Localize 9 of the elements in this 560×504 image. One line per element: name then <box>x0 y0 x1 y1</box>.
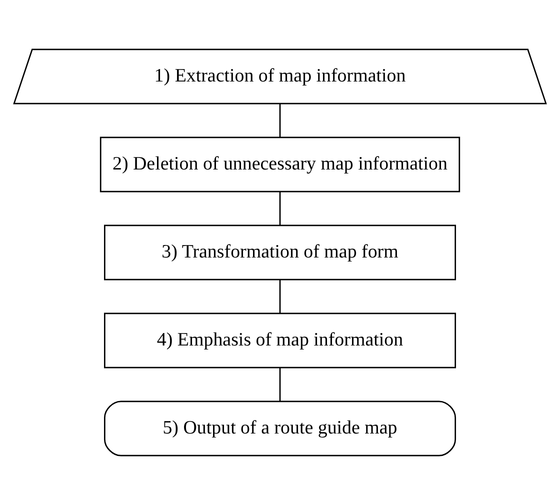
connector <box>279 279 281 313</box>
node-box: 2) Deletion of unnecessary map information <box>100 136 460 192</box>
connector <box>279 103 281 137</box>
node-box: 3) Transformation of map form <box>104 224 456 280</box>
node-box: 1) Extraction of map information <box>13 48 547 104</box>
connector <box>279 367 281 401</box>
connector <box>279 191 281 225</box>
node-box: 4) Emphasis of map information <box>104 312 456 368</box>
node-box: 5) Output of a route guide map <box>104 400 456 456</box>
